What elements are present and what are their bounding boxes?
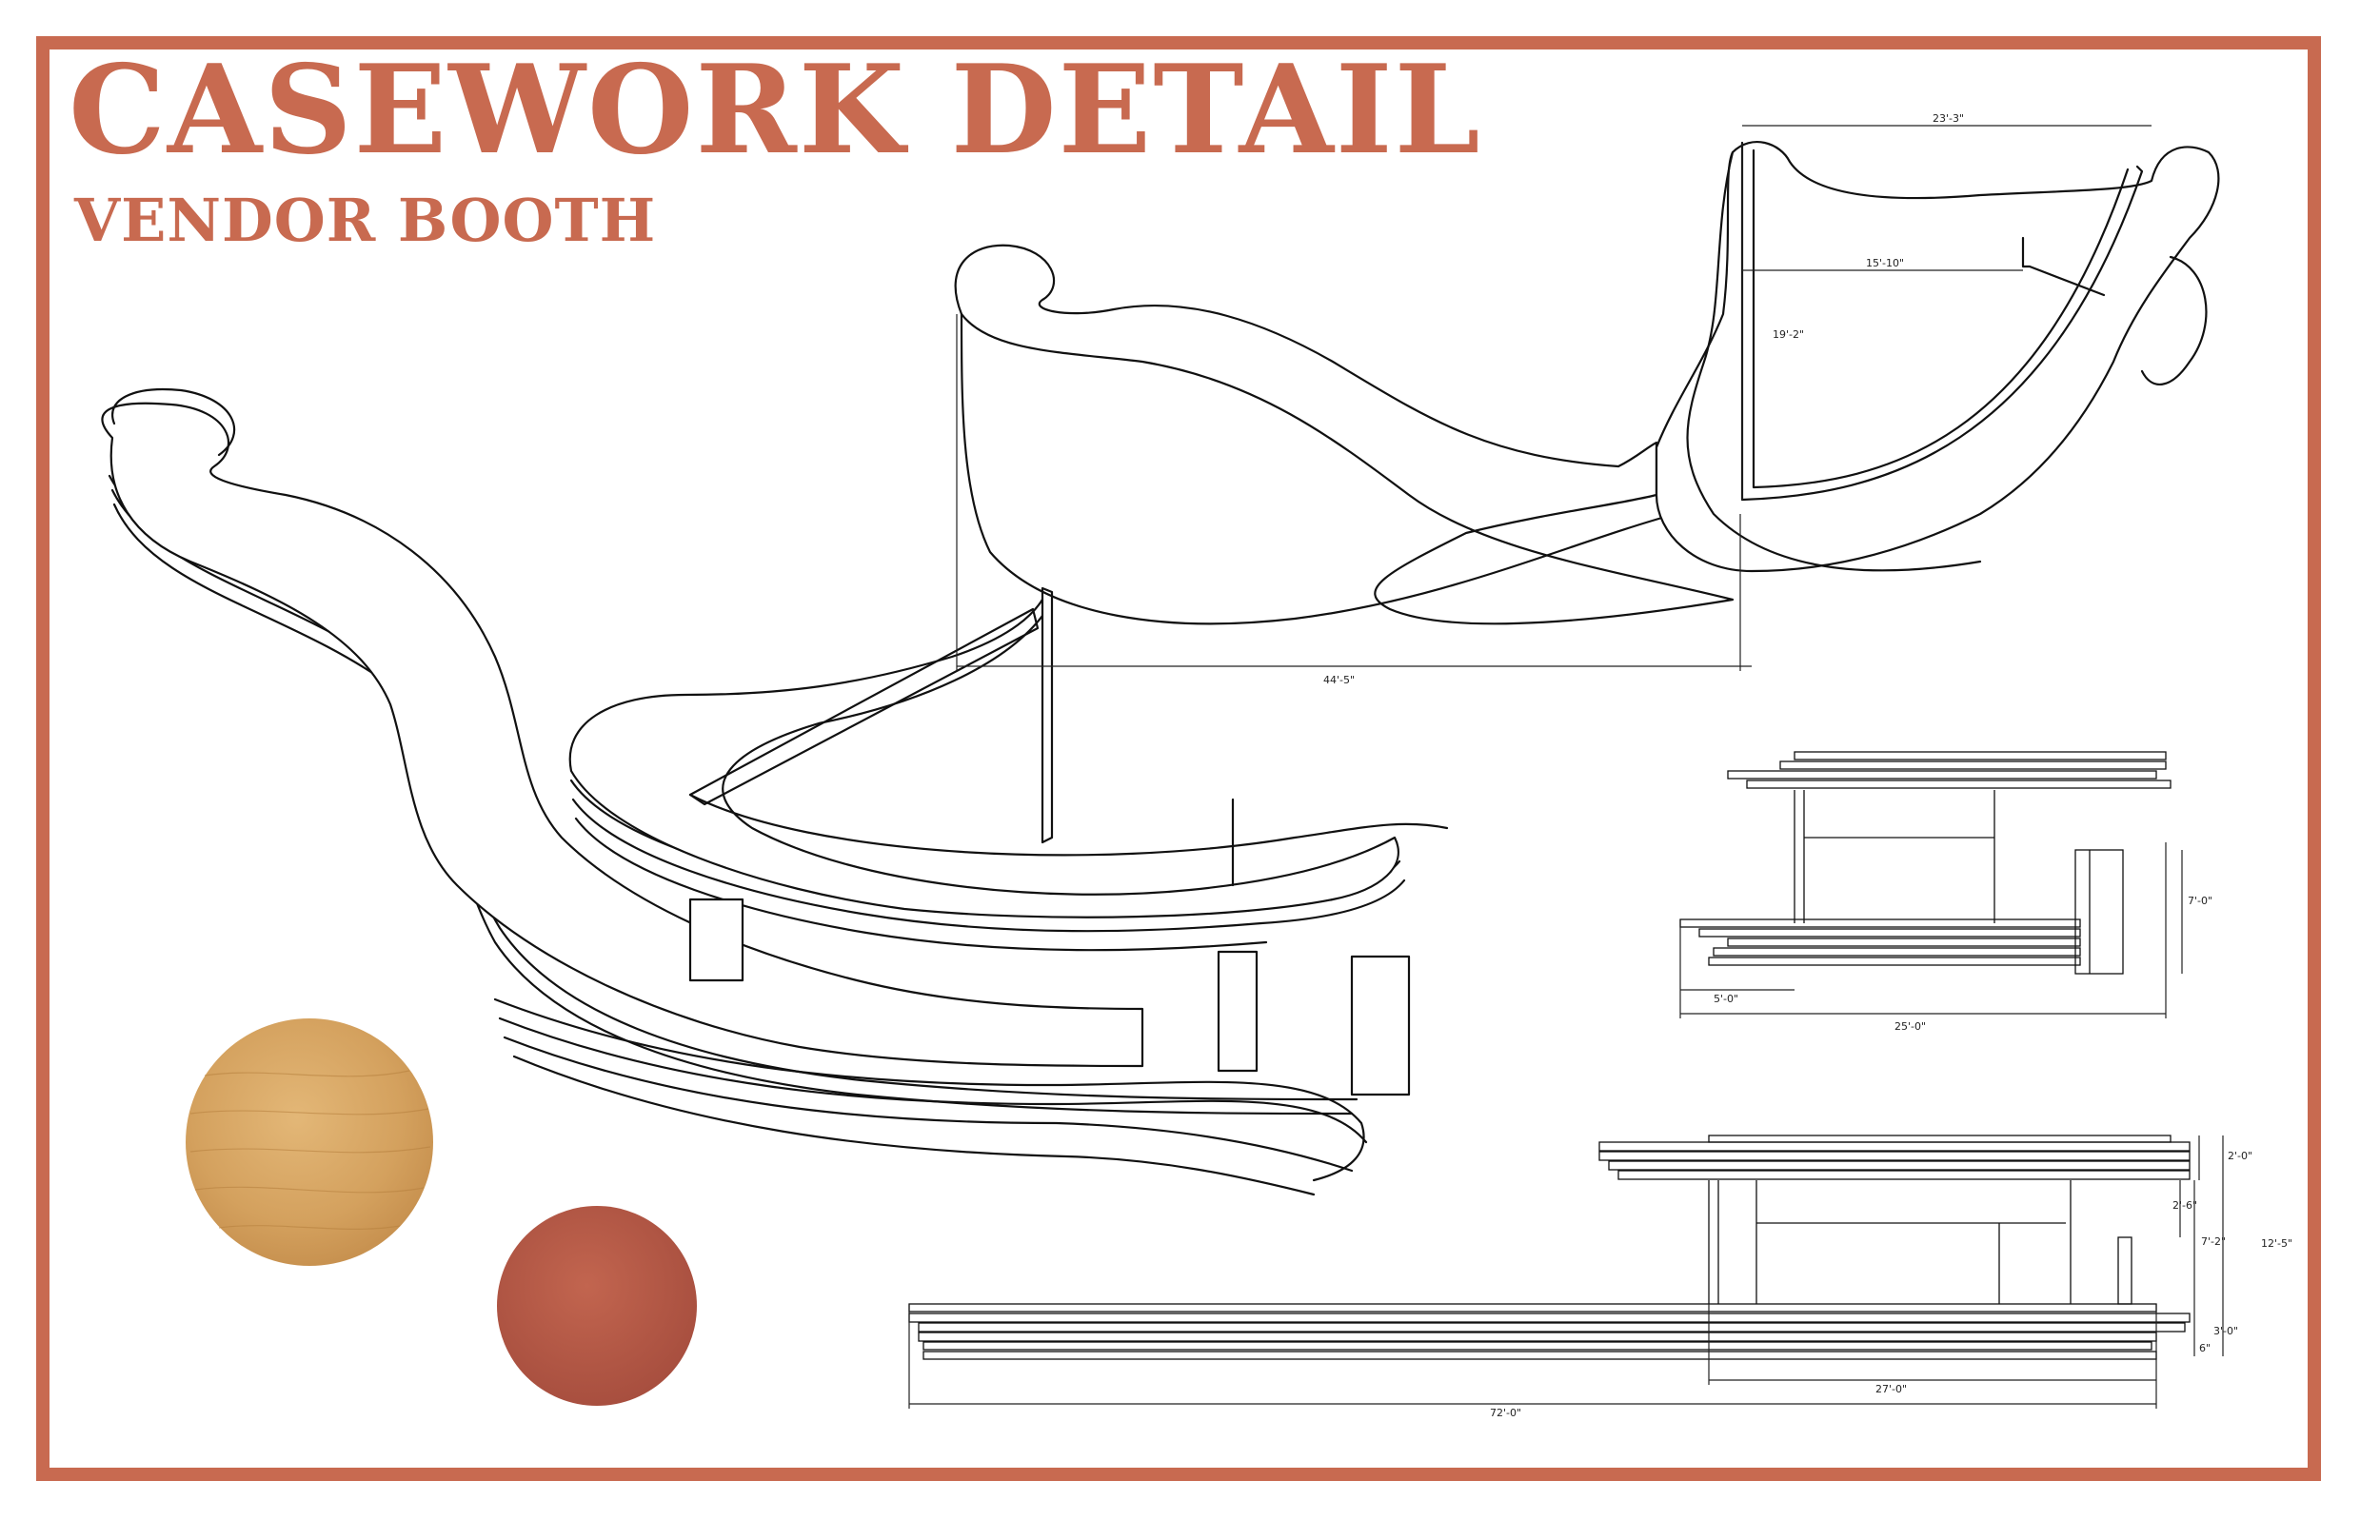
front-base-band-5 xyxy=(922,1341,2152,1351)
oak-grain xyxy=(189,1070,431,1230)
front-base-band-4 xyxy=(918,1332,2157,1342)
plan-right-blob-edge xyxy=(1686,150,1982,572)
sheet-border xyxy=(36,36,2321,1481)
side-dim-height: 7'-0" xyxy=(2188,895,2212,907)
iso-lower-tier-2 xyxy=(498,1017,1368,1144)
iso-lower-tier-1 xyxy=(493,997,1365,1182)
plan-right-lobe xyxy=(2140,255,2208,386)
front-top-band-3 xyxy=(1598,1151,2191,1161)
front-top-band-4 xyxy=(1608,1160,2191,1171)
iso-support-mid xyxy=(1217,950,1259,1073)
iso-counter-band-2 xyxy=(571,798,1406,933)
front-top-band-5 xyxy=(1617,1170,2191,1180)
iso-serpentine-layer-2 xyxy=(110,488,1359,1101)
isometric-booth-view xyxy=(101,388,1449,1196)
iso-display-arc xyxy=(688,793,1449,857)
plan-right-blob xyxy=(1655,141,2220,573)
plan-inner-triangle-inner xyxy=(1752,148,2130,489)
side-top-band-1 xyxy=(1794,751,2167,760)
side-top-band-3 xyxy=(1727,770,2157,780)
plan-notch xyxy=(2021,236,2106,297)
side-dim-offset: 5'-0" xyxy=(1714,993,1738,1005)
front-base-band-1 xyxy=(908,1303,2157,1313)
iso-serpentine-top xyxy=(101,402,1144,1068)
iso-support-right xyxy=(1350,955,1411,1096)
side-base-band-4 xyxy=(1713,947,2081,957)
side-base-band-3 xyxy=(1727,938,2081,947)
front-base-band-6 xyxy=(922,1351,2157,1360)
front-base-band-2 xyxy=(908,1313,2191,1323)
sheet-subtitle: VENDOR BOOTH xyxy=(74,186,657,255)
side-top-band-4 xyxy=(1746,780,2172,789)
front-dim-overall: 72'-0" xyxy=(1490,1407,1521,1419)
oak-wood-swatch xyxy=(186,1018,433,1266)
iso-counter-band-3 xyxy=(574,817,1268,952)
plan-dim-overall: 44'-5" xyxy=(1323,674,1355,686)
front-dim-total: 12'-5" xyxy=(2261,1237,2292,1250)
plan-dim-depth: 19'-2" xyxy=(1773,328,1804,341)
iso-counter-top xyxy=(568,588,1399,918)
front-top-band-1 xyxy=(1708,1135,2172,1143)
side-base-band-5 xyxy=(1708,957,2081,966)
plan-dim-top: 23'-3" xyxy=(1933,112,1964,125)
sheet-title: CASEWORK DETAIL xyxy=(69,39,1482,182)
terracotta-swatch xyxy=(497,1206,697,1406)
front-dim-topband: 2'-0" xyxy=(2228,1150,2252,1162)
plan-inner-triangle xyxy=(1740,141,2144,502)
iso-support-left xyxy=(688,898,744,982)
side-base-band-1 xyxy=(1679,918,2081,928)
side-base-band-2 xyxy=(1698,928,2081,938)
front-dim-counter: 2'-6" xyxy=(2172,1199,2197,1212)
iso-serpentine-layer-3 xyxy=(112,503,1354,1116)
iso-lower-tier-4 xyxy=(512,1055,1316,1196)
front-elevation: 2'-0" 2'-6" 7'-2" 12'-5" 3'-0" 6" 27'-0"… xyxy=(908,1135,2292,1419)
side-top-band-2 xyxy=(1779,760,2167,770)
front-base-band-3 xyxy=(918,1322,2186,1333)
iso-display-triangle xyxy=(688,607,1040,806)
front-top-band-2 xyxy=(1598,1141,2191,1152)
iso-tail-curl xyxy=(111,388,236,457)
plan-view: 23'-3" 15'-10" 19'-2" 44'-5" xyxy=(954,112,2220,686)
front-dim-plinth: 6" xyxy=(2199,1342,2211,1354)
iso-back-panel xyxy=(1041,586,1054,844)
front-dim-base: 3'-0" xyxy=(2213,1325,2238,1337)
side-cabinet xyxy=(2074,849,2124,975)
front-small-post xyxy=(2117,1236,2132,1305)
plan-serpentine-outline xyxy=(954,244,1735,625)
side-elevation: 7'-0" 5'-0" 25'-0" xyxy=(1679,751,2212,1033)
plan-dim-inner: 15'-10" xyxy=(1866,257,1904,269)
front-dim-clear: 7'-2" xyxy=(2201,1235,2226,1248)
front-dim-booth: 27'-0" xyxy=(1875,1383,1907,1395)
side-dim-width: 25'-0" xyxy=(1894,1020,1926,1033)
iso-lower-tier-3 xyxy=(503,1036,1354,1173)
